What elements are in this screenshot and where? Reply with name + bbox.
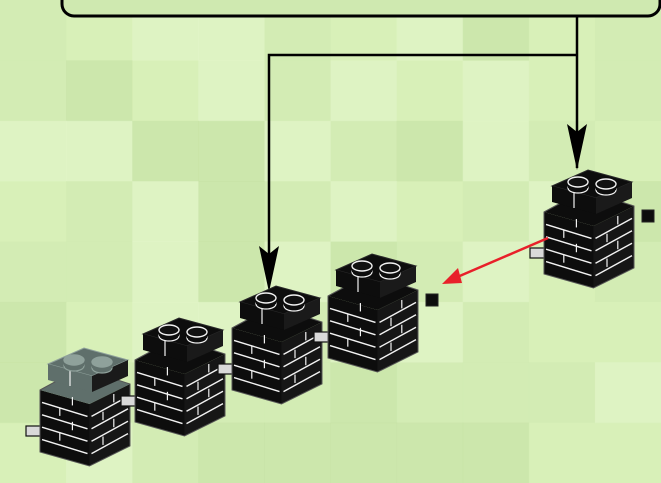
background-tile: [330, 362, 398, 424]
background-tile: [528, 422, 596, 483]
brick-module-icon: [529, 169, 655, 289]
background-tile: [396, 422, 464, 483]
background-tile: [330, 60, 398, 122]
background-tile: [0, 0, 67, 61]
callout-branch-line: [267, 53, 577, 272]
background-tile: [594, 362, 661, 424]
background-tile: [594, 120, 661, 182]
background-tile: [264, 181, 331, 242]
background-tile: [0, 301, 67, 363]
background-tile: [528, 301, 596, 363]
arrowhead-icon: [259, 246, 279, 292]
background-tile: [198, 60, 265, 122]
background-tile: [330, 422, 398, 483]
background-tile: [264, 422, 331, 483]
background-tile: [462, 120, 530, 182]
background-tile: [462, 301, 530, 363]
background-tile: [198, 422, 265, 483]
background-tile: [132, 60, 199, 122]
brick-chain: [25, 169, 655, 467]
brick-module-icon: [120, 317, 246, 437]
background-tile: [0, 181, 67, 242]
brick-module-icon: [313, 253, 439, 373]
background-tile: [462, 362, 530, 424]
background-tile: [132, 241, 199, 303]
background-tile: [198, 120, 265, 182]
background-tile: [528, 60, 596, 122]
background-tile: [66, 60, 133, 122]
background-tile: [66, 120, 133, 182]
background-tile: [198, 181, 265, 242]
background-tile: [528, 362, 596, 424]
callout-frame-icon: [60, 0, 661, 18]
background-tile: [396, 120, 464, 182]
background-tile: [462, 422, 530, 483]
background-tile: [0, 241, 67, 303]
arrowhead-icon: [567, 124, 587, 170]
background-tile: [0, 120, 67, 182]
background-tile: [264, 60, 331, 122]
background-tile: [0, 60, 67, 122]
background-tile: [594, 60, 661, 122]
background-tile: [330, 120, 398, 182]
background-tile: [66, 181, 133, 242]
background-tile: [396, 60, 464, 122]
background-tile: [132, 120, 199, 182]
background-tile: [594, 301, 661, 363]
background-tile: [396, 362, 464, 424]
background-tile: [396, 181, 464, 242]
brick-module-icon: [25, 347, 151, 467]
background-tile: [594, 422, 661, 483]
red-attach-arrow-icon: [442, 236, 549, 284]
background-tile: [132, 181, 199, 242]
background-tile: [264, 120, 331, 182]
background-tile: [198, 241, 265, 303]
background-tile: [66, 241, 133, 303]
background-tile: [462, 60, 530, 122]
background-tile: [462, 181, 530, 242]
background-tile: [330, 181, 398, 242]
